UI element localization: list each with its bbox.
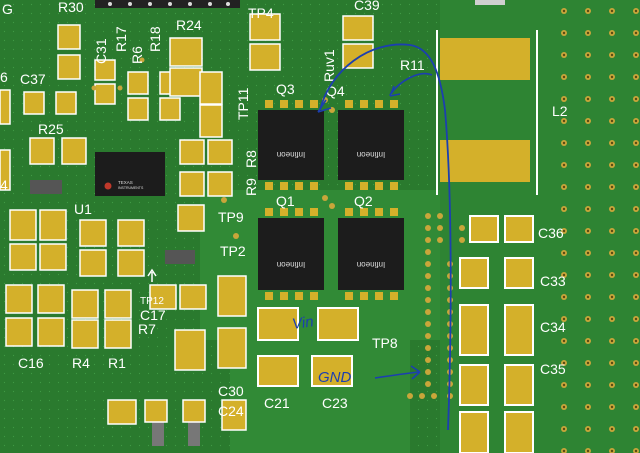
silk-r11: R11 (400, 57, 425, 73)
silk-tp8: TP8 (372, 335, 398, 351)
passive-pads-right[interactable] (257, 215, 534, 453)
ti-logo-line2: INSTRUMENTS (118, 186, 144, 190)
ti-logo-line1: TEXAS (118, 180, 133, 185)
grid-icon[interactable] (148, 2, 152, 6)
annotation-vin: Vin (291, 313, 315, 333)
annotation-arrow-long (319, 43, 452, 431)
silk-c30: C30 (218, 383, 244, 399)
silk-c35: C35 (540, 361, 566, 377)
silk-c31: C31 (93, 38, 109, 64)
passive-pads-left[interactable] (0, 13, 374, 431)
silk-tp11: TP11 (235, 87, 251, 120)
silk-tp2: TP2 (220, 243, 246, 259)
silk-r30: R30 (58, 0, 84, 15)
annotation-gnd: GND (318, 369, 352, 386)
silk-u1: U1 (74, 201, 92, 217)
silk-r25: R25 (38, 121, 64, 137)
ti-logo-icon (104, 182, 112, 190)
tp12-arrow-icon (147, 268, 157, 282)
chip-brand-q3: Infineon (277, 150, 305, 159)
toolbar[interactable] (95, 0, 240, 8)
pad-icon[interactable] (188, 2, 192, 6)
silk-ruv1: Ruv1 (321, 49, 337, 82)
silk-4: 4 (0, 177, 8, 193)
measure-icon[interactable] (226, 2, 230, 6)
silk-c39: C39 (354, 0, 380, 13)
mosfet-q4[interactable]: Infineon (338, 110, 404, 180)
silk-r18: R18 (147, 26, 163, 52)
route-icon[interactable] (168, 2, 172, 6)
silk-r8: R8 (243, 150, 259, 168)
silk-c37: C37 (20, 71, 46, 87)
silk-6: 6 (0, 69, 8, 85)
component-gray-c24b (188, 420, 200, 446)
chip-brand-q1: Infineon (277, 260, 305, 269)
chip-brand-q2: Infineon (357, 260, 385, 269)
silk-c34: C34 (540, 319, 566, 335)
mosfet-q1[interactable]: Infineon (258, 218, 324, 290)
silk-q3: Q3 (276, 81, 295, 97)
silk-l2: L2 (552, 103, 568, 119)
filter-icon[interactable] (108, 2, 112, 6)
silk-r6: R6 (129, 46, 145, 64)
silk-g: G (2, 1, 13, 17)
mosfet-q2[interactable]: Infineon (338, 218, 404, 290)
silk-r1: R1 (108, 355, 126, 371)
silk-r24: R24 (176, 17, 202, 33)
part-outline-top (475, 0, 505, 5)
silk-r7: R7 (138, 321, 156, 337)
annotation-gnd-arrow (374, 365, 421, 380)
silk-c21: C21 (264, 395, 290, 411)
pad-l2-bottom[interactable] (440, 140, 530, 182)
mosfet-q3[interactable]: Infineon (258, 110, 324, 180)
silk-c24: C24 (218, 403, 244, 419)
via-stitching-field (560, 0, 640, 453)
component-gray-c24a (152, 420, 164, 446)
chip-brand-q4: Infineon (357, 150, 385, 159)
silk-r17: R17 (113, 26, 129, 52)
annotation-arrow-short (389, 73, 433, 96)
pad-l2-top[interactable] (440, 38, 530, 80)
annotation-arrowhead-1 (317, 99, 332, 113)
silk-q4: Q4 (326, 83, 345, 99)
silk-c23: C23 (322, 395, 348, 411)
ic-u1[interactable]: TEXAS INSTRUMENTS (95, 152, 165, 196)
component-gray-mid (165, 250, 195, 264)
plus-icon[interactable] (128, 2, 132, 6)
text-icon[interactable] (208, 2, 212, 6)
silk-r9: R9 (243, 178, 259, 196)
component-gray-left (30, 180, 62, 194)
silk-c36: C36 (538, 225, 564, 241)
silk-c16: C16 (18, 355, 44, 371)
silk-tp12: TP12 (140, 296, 164, 307)
via-column-center (91, 57, 465, 399)
silk-c17: C17 (140, 307, 166, 323)
silk-r4: R4 (72, 355, 90, 371)
annotation-arrowhead-2 (389, 85, 401, 97)
silk-q1: Q1 (276, 193, 295, 209)
silk-tp9: TP9 (218, 209, 244, 225)
silk-q2: Q2 (354, 193, 373, 209)
silk-c33: C33 (540, 273, 566, 289)
silk-tp4: TP4 (248, 5, 274, 21)
